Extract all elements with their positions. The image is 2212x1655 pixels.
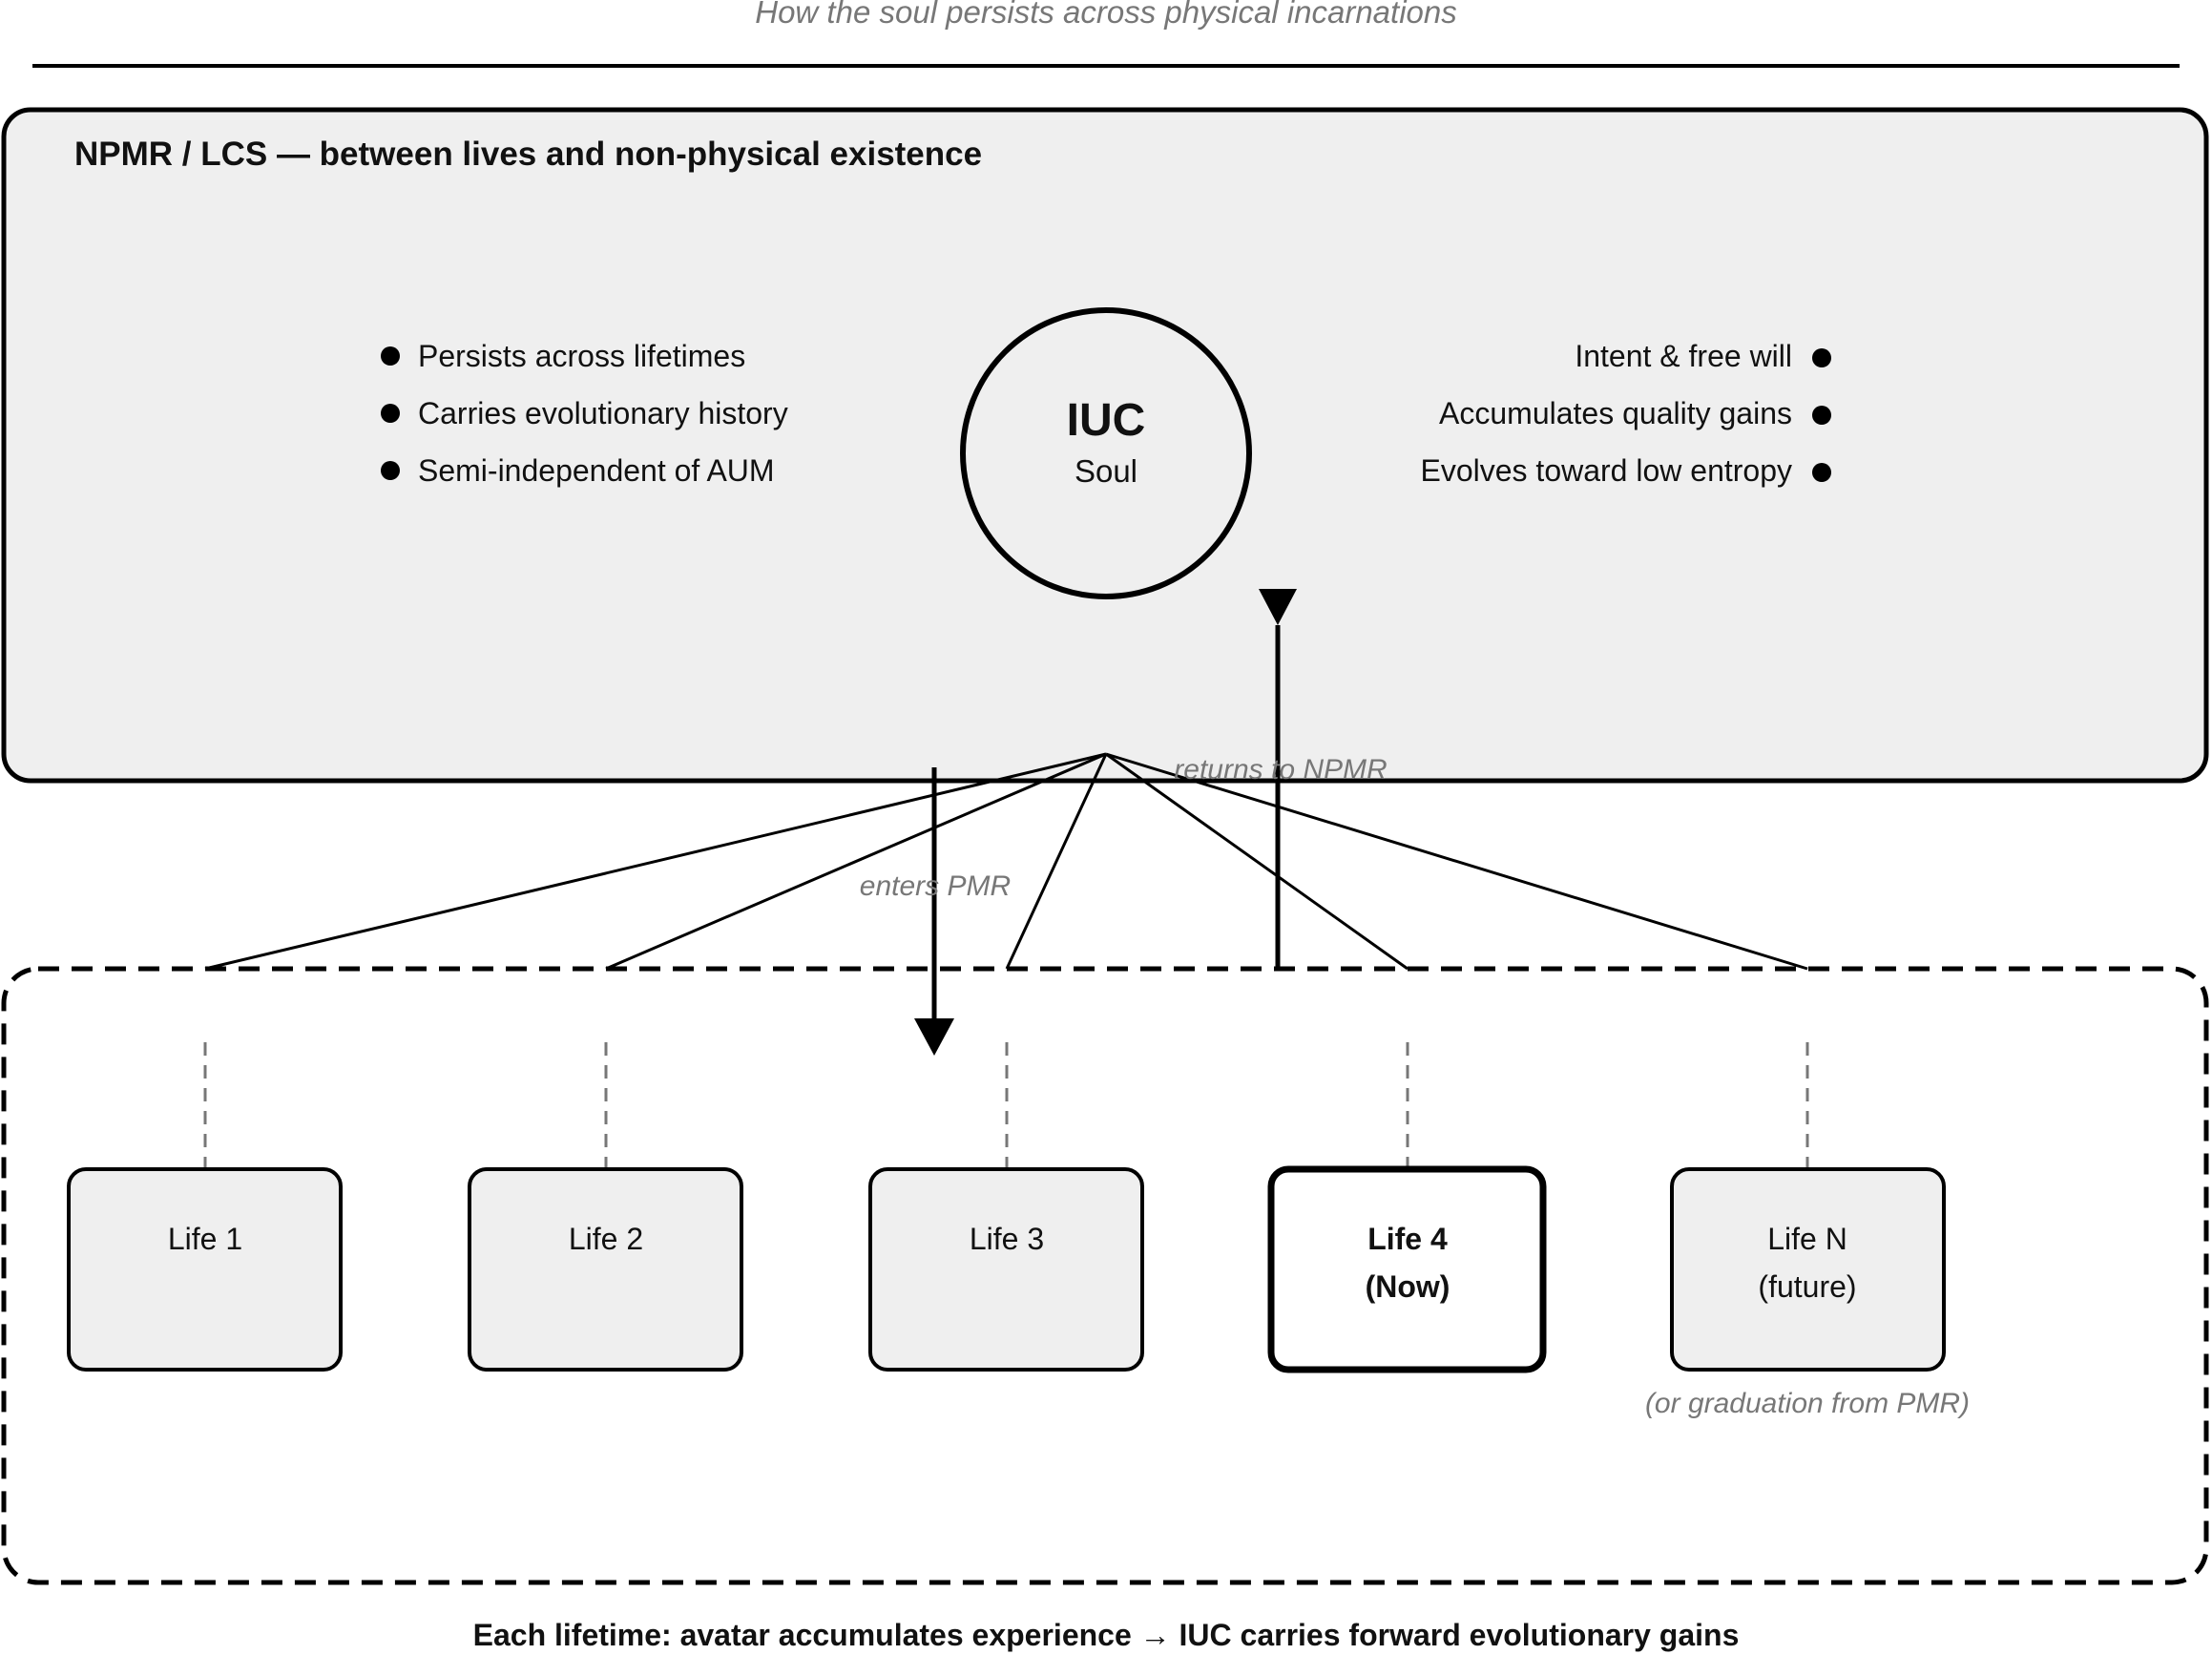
returns-npmr-arrow: returns to NPMR <box>1174 589 1388 969</box>
bullet-dot <box>1812 463 1831 482</box>
life-box-n-future: Life N (future) <box>1670 1167 1946 1372</box>
left-point: Carries evolutionary history <box>418 396 788 430</box>
enters-pmr-arrowhead <box>914 1018 954 1056</box>
right-point: Accumulates quality gains <box>1439 396 1792 430</box>
iuc-soul-node: IUC Soul <box>960 307 1252 599</box>
npmr-left-points: Persists across lifetimes Carries evolut… <box>381 339 788 488</box>
returns-npmr-arrowhead <box>1259 589 1297 625</box>
life-box-frame <box>1670 1167 1946 1372</box>
soul-to-life-connectors <box>204 752 1808 971</box>
bullet-dot <box>1812 406 1831 425</box>
life-box-2: Life 2 <box>468 1167 743 1372</box>
future-life-note: (or graduation from PMR) <box>1645 1388 1970 1419</box>
life-sublabel: (Now) <box>1366 1269 1450 1304</box>
life-box-frame <box>1267 1165 1547 1373</box>
npmr-region-title: NPMR / LCS — between lives and non-physi… <box>74 136 982 173</box>
right-point: Intent & free will <box>1575 339 1792 373</box>
life-label: Life N <box>1767 1222 1847 1256</box>
life-sublabel: (future) <box>1758 1269 1856 1304</box>
right-point: Evolves toward low entropy <box>1420 453 1792 488</box>
bullet-dot <box>1812 348 1831 367</box>
returns-npmr-label: returns to NPMR <box>1174 754 1387 786</box>
left-point: Semi-independent of AUM <box>418 453 775 488</box>
pmr-lifetimes-region <box>1 966 2209 1585</box>
iuc-title: IUC <box>1067 395 1146 446</box>
diagram-footer: Each lifetime: avatar accumulates experi… <box>473 1618 1740 1652</box>
connector-life-3 <box>1005 753 1108 970</box>
life-box-frame <box>468 1167 743 1372</box>
iuc-circle <box>960 307 1252 599</box>
connector-life-n <box>1105 752 1808 971</box>
life-box-1: Life 1 <box>67 1167 343 1372</box>
life-stems <box>203 1042 1809 1169</box>
life-box-frame <box>868 1167 1144 1372</box>
life-label: Life 2 <box>569 1222 643 1256</box>
bullet-dot <box>381 346 400 366</box>
life-box-3: Life 3 <box>868 1167 1144 1372</box>
life-label: Life 4 <box>1367 1222 1448 1256</box>
left-point: Persists across lifetimes <box>418 339 745 373</box>
connector-life-4 <box>1105 752 1409 971</box>
life-box-frame <box>67 1167 343 1372</box>
life-label: Life 3 <box>970 1222 1044 1256</box>
bullet-dot <box>381 461 400 480</box>
connector-life-2 <box>605 752 1107 971</box>
life-label: Life 1 <box>168 1222 242 1256</box>
life-box-4-current: Life 4 (Now) <box>1267 1165 1547 1373</box>
enters-pmr-arrow: enters PMR <box>860 767 1011 1056</box>
iuc-subtitle: Soul <box>1075 453 1137 489</box>
connector-life-1 <box>204 752 1107 971</box>
bullet-dot <box>381 404 400 423</box>
diagram-subtitle: How the soul persists across physical in… <box>755 0 1457 30</box>
enters-pmr-label: enters PMR <box>860 870 1011 902</box>
npmr-right-points: Intent & free will Accumulates quality g… <box>1420 339 1831 488</box>
